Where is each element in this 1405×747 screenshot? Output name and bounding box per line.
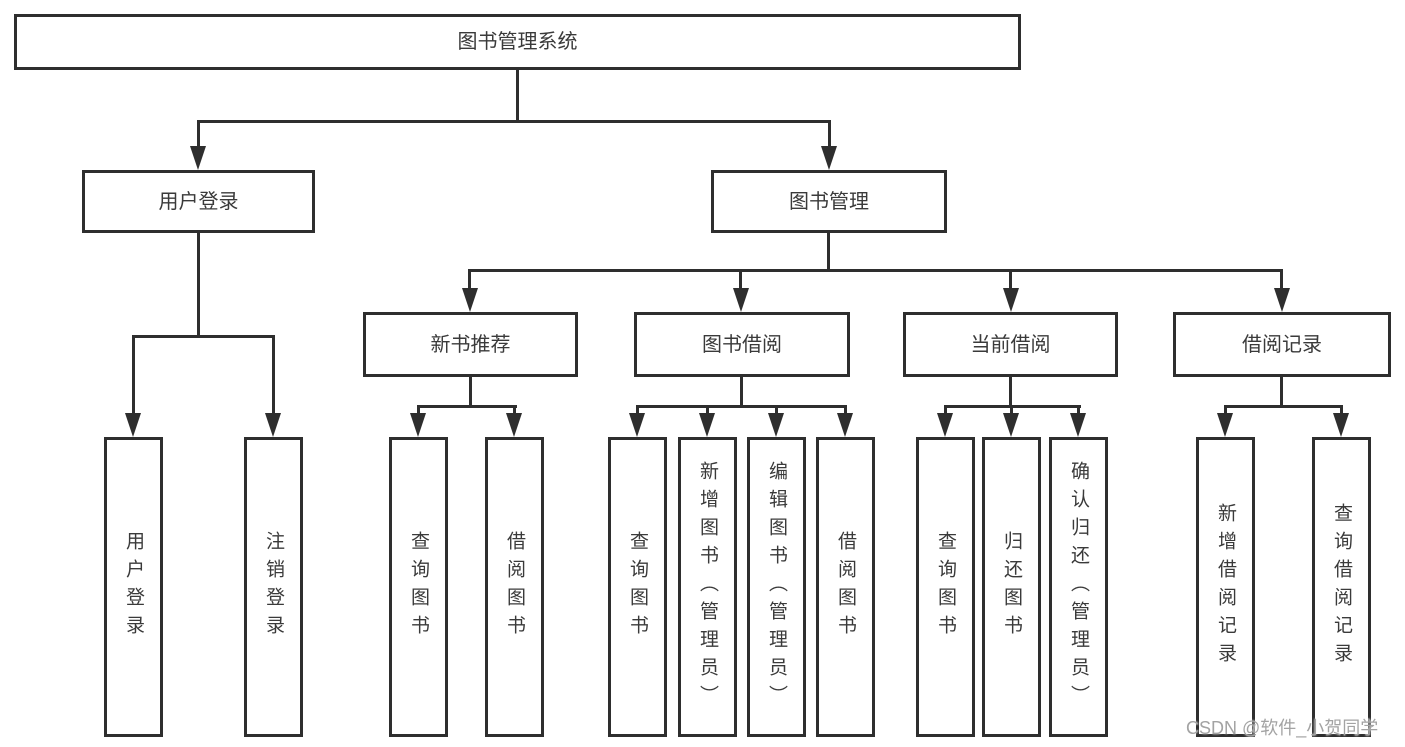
connector-line (775, 405, 778, 415)
arrow-down-icon (410, 413, 426, 437)
arrow-down-icon (699, 413, 715, 437)
node-root: 图书管理系统 (14, 14, 1021, 70)
arrow-down-icon (629, 413, 645, 437)
leaf-add-borrow-record: 新增借阅记录 (1196, 437, 1255, 737)
connector-line (944, 405, 947, 415)
arrow-down-icon (1003, 413, 1019, 437)
arrow-down-icon (768, 413, 784, 437)
connector-line (417, 405, 420, 415)
connector-line (197, 120, 200, 148)
arrow-down-icon (190, 146, 206, 170)
node-new-book-recommend: 新书推荐 (363, 312, 578, 377)
connector-line (1077, 405, 1080, 415)
connector-line (706, 405, 709, 415)
connector-line (828, 120, 831, 148)
connector-line (516, 70, 519, 123)
arrow-down-icon (1274, 288, 1290, 312)
leaf-query-books: 查询图书 (608, 437, 667, 737)
connector-line (513, 405, 516, 415)
arrow-down-icon (937, 413, 953, 437)
connector-line (636, 405, 639, 415)
connector-line (469, 269, 1283, 272)
connector-line (469, 377, 472, 407)
arrow-down-icon (125, 413, 141, 437)
connector-line (468, 269, 471, 290)
arrow-down-icon (1333, 413, 1349, 437)
arrow-down-icon (837, 413, 853, 437)
connector-line (417, 405, 517, 408)
connector-line (1224, 405, 1227, 415)
connector-line (1340, 405, 1343, 415)
connector-line (1009, 269, 1012, 290)
connector-line (1280, 269, 1283, 290)
connector-line (132, 335, 135, 415)
leaf-edit-books-admin: 编辑图书（管理员） (747, 437, 806, 737)
leaf-query-books: 查询图书 (916, 437, 975, 737)
arrow-down-icon (733, 288, 749, 312)
csdn-watermark: CSDN @软件_小贺同学 (1186, 718, 1379, 738)
leaf-confirm-return-admin: 确认归还（管理员） (1049, 437, 1108, 737)
connector-line (844, 405, 847, 415)
connector-line (1280, 377, 1283, 407)
leaf-user-login: 用户登录 (104, 437, 163, 737)
connector-line (197, 120, 831, 123)
arrow-down-icon (1070, 413, 1086, 437)
connector-line (740, 377, 743, 407)
connector-line (827, 233, 830, 271)
node-current-borrow: 当前借阅 (903, 312, 1118, 377)
connector-line (739, 269, 742, 290)
arrow-down-icon (506, 413, 522, 437)
node-book-borrow: 图书借阅 (634, 312, 850, 377)
leaf-borrow-books: 借阅图书 (816, 437, 875, 737)
connector-line (1010, 405, 1013, 415)
node-book-management: 图书管理 (711, 170, 947, 233)
connector-line (636, 405, 847, 408)
connector-line (132, 335, 275, 338)
arrow-down-icon (1003, 288, 1019, 312)
leaf-borrow-books: 借阅图书 (485, 437, 544, 737)
arrow-down-icon (1217, 413, 1233, 437)
node-borrow-record: 借阅记录 (1173, 312, 1391, 377)
leaf-add-books-admin: 新增图书（管理员） (678, 437, 737, 737)
arrow-down-icon (821, 146, 837, 170)
connector-line (197, 233, 200, 337)
connector-line (272, 335, 275, 415)
leaf-query-borrow-record: 查询借阅记录 (1312, 437, 1371, 737)
connector-line (1224, 405, 1343, 408)
arrow-down-icon (265, 413, 281, 437)
leaf-return-books: 归还图书 (982, 437, 1041, 737)
node-user-login: 用户登录 (82, 170, 315, 233)
leaf-query-books: 查询图书 (389, 437, 448, 737)
connector-line (1009, 377, 1012, 407)
arrow-down-icon (462, 288, 478, 312)
leaf-logout: 注销登录 (244, 437, 303, 737)
